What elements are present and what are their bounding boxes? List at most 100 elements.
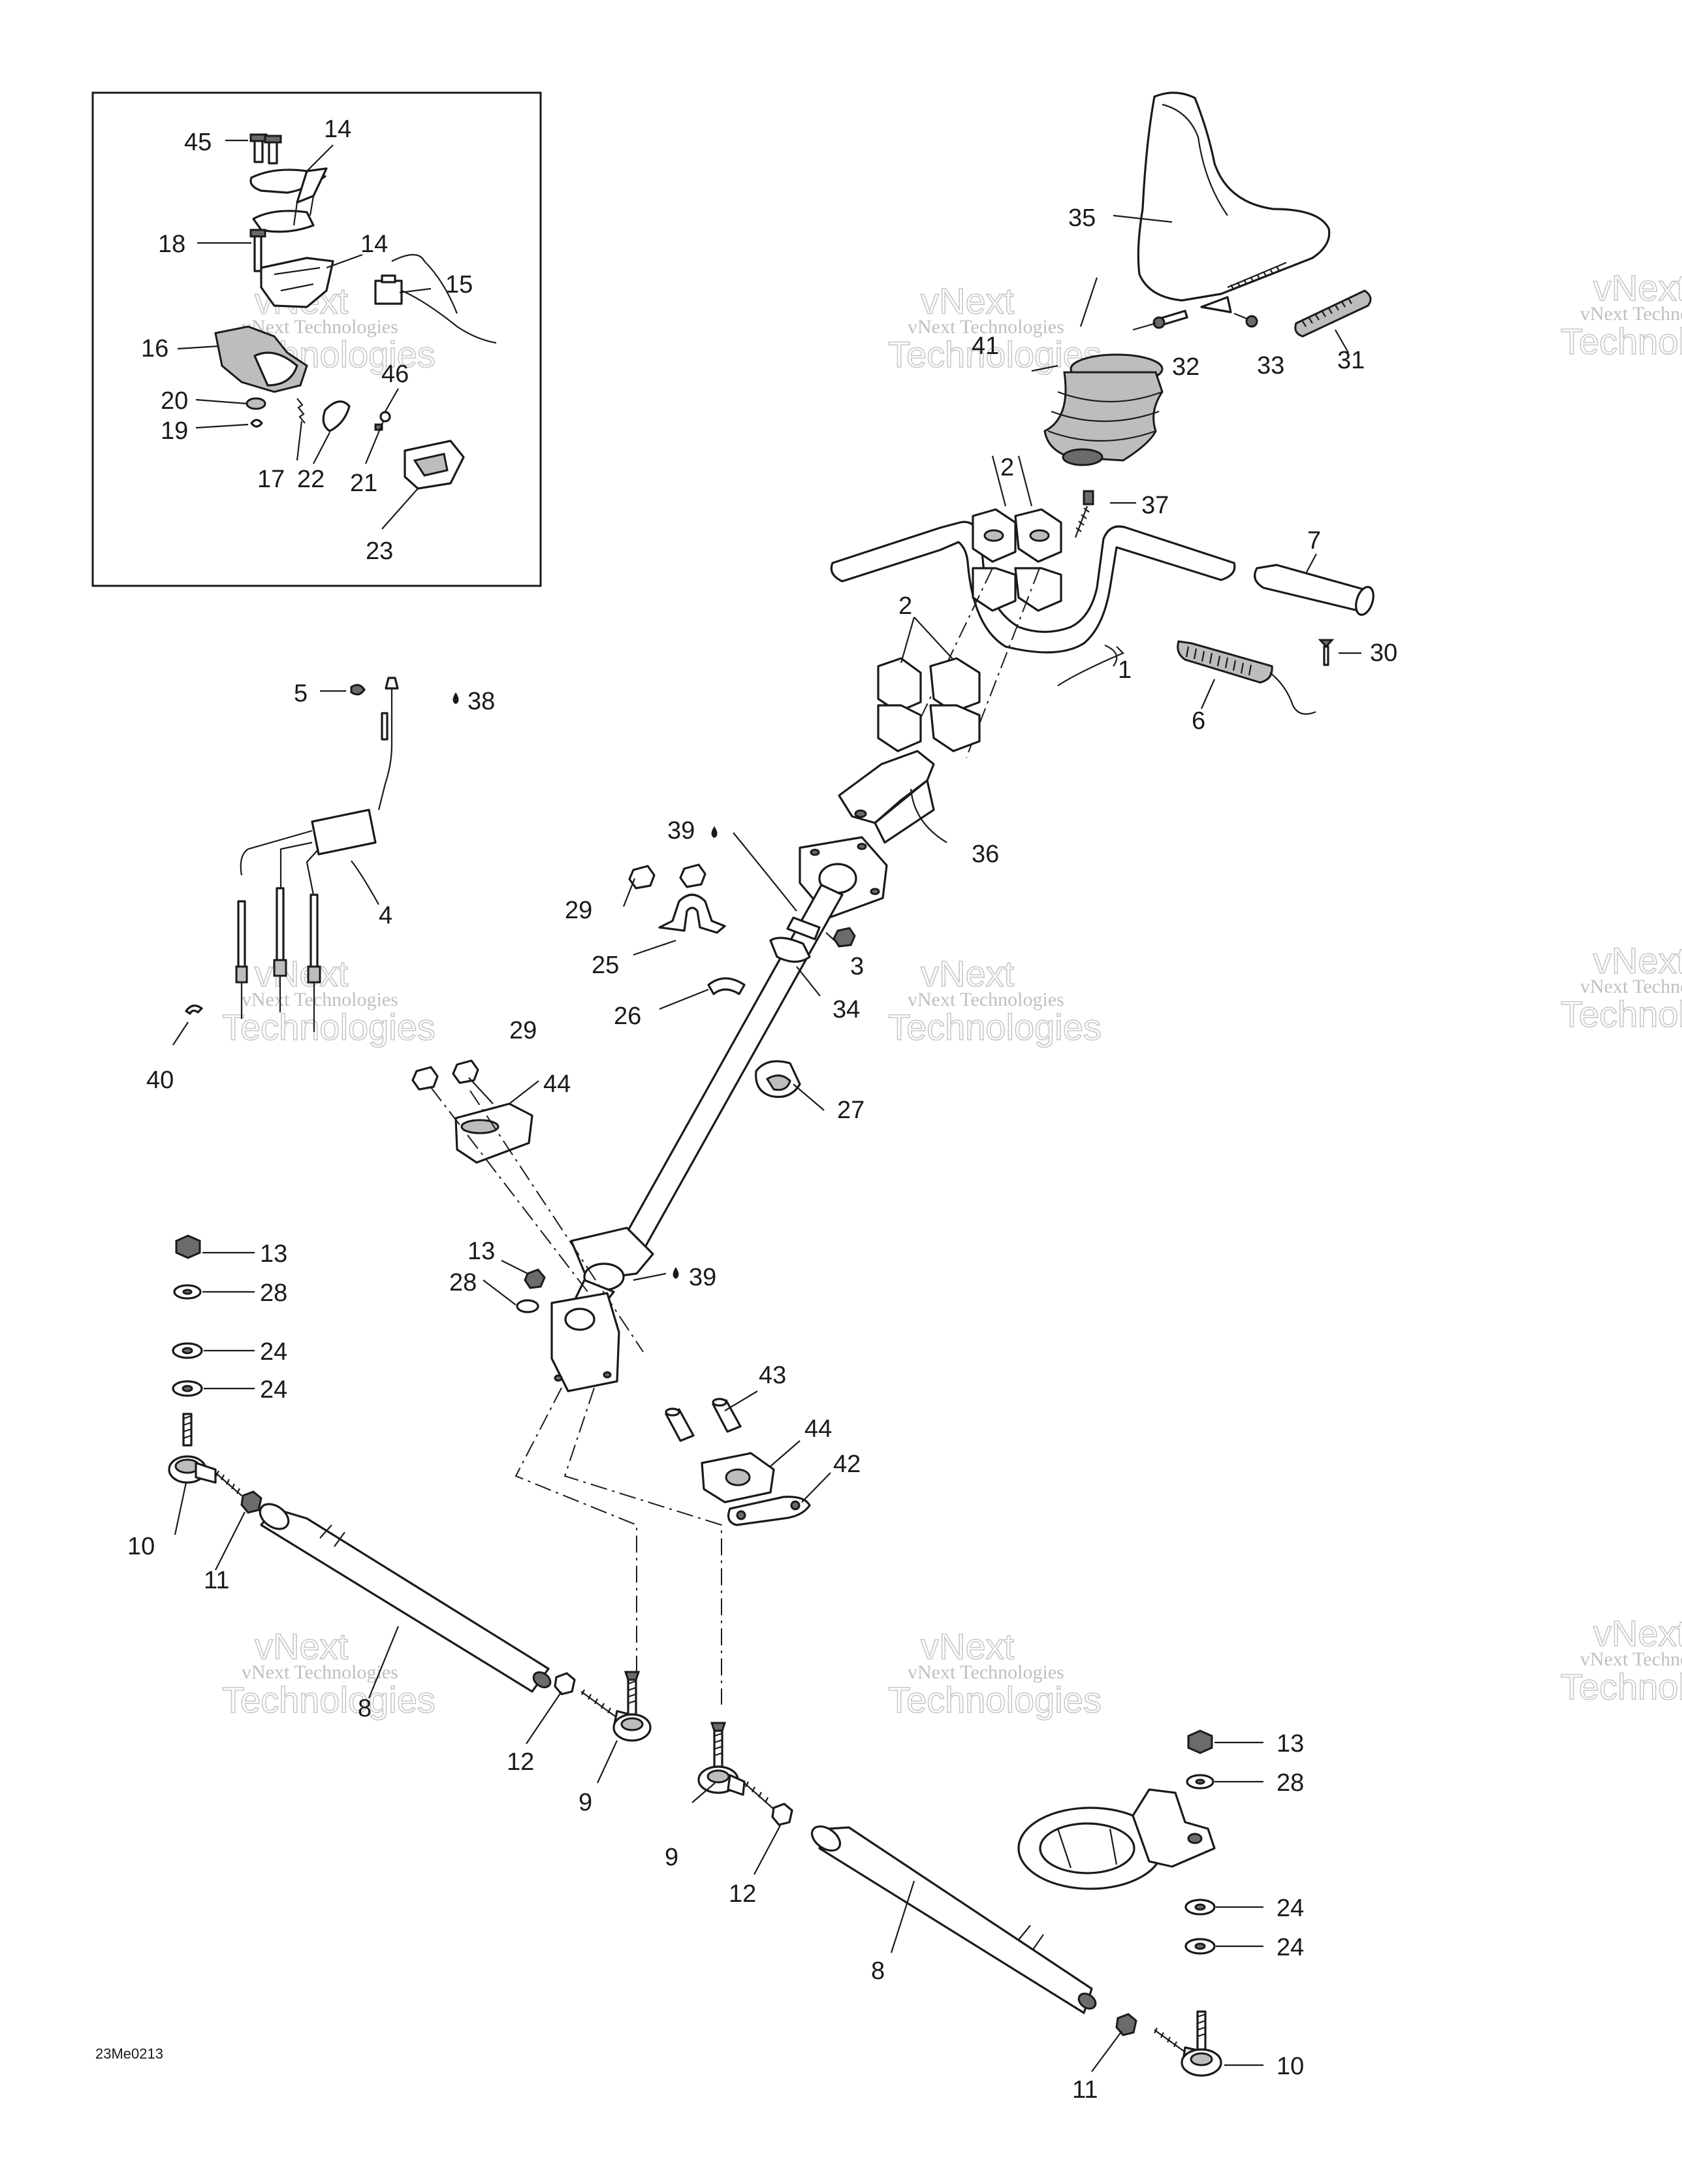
watermark-big: vNext [255, 953, 349, 994]
watermark-big: vNext [921, 953, 1015, 994]
ball-joint-10 [1154, 2010, 1222, 2077]
spindle-bracket [1017, 1788, 1216, 1890]
washer-20 [246, 397, 266, 410]
housing-lower-14 [260, 257, 334, 308]
callout-34: 34 [833, 996, 860, 1023]
nut-29 [628, 865, 656, 890]
callout-29: 29 [509, 1017, 537, 1044]
clamp-25 [658, 893, 726, 934]
callout-35: 35 [1068, 204, 1096, 232]
clip-19 [250, 419, 263, 428]
nut-46 [379, 411, 391, 423]
callout-22: 22 [297, 466, 325, 493]
handlebar-group: 1 2 37 7 30 6 [830, 454, 1397, 735]
nut-12 [771, 1803, 793, 1826]
callout-15: 15 [445, 271, 473, 298]
callout-27: 27 [837, 1097, 865, 1124]
callout-37: 37 [1141, 492, 1169, 519]
handlebar-pad-35 [1137, 91, 1331, 302]
watermark-text: vNext Technologies [242, 1662, 398, 1683]
callout-11: 11 [1072, 2076, 1098, 2104]
callout-1: 1 [1118, 656, 1132, 684]
spring-17 [296, 398, 306, 424]
nut-29 [411, 1066, 439, 1091]
callout-9: 9 [665, 1844, 678, 1871]
callout-45: 45 [184, 129, 212, 156]
callout-43: 43 [759, 1362, 786, 1389]
callout-24: 24 [260, 1376, 287, 1404]
watermark-outline: Technologies [1561, 321, 1682, 362]
callout-18: 18 [158, 231, 185, 258]
junction-box-4 [311, 809, 377, 856]
watermark-big: vNext [921, 1626, 1015, 1667]
throttle-cable-group: 5 38 4 40 [146, 677, 495, 1094]
right-spindle-group: 13 28 24 24 [1017, 1729, 1304, 1961]
callout-25: 25 [592, 952, 619, 979]
callout-26: 26 [614, 1003, 641, 1030]
callout-21: 21 [350, 470, 377, 497]
watermark-big: vNext [1593, 267, 1682, 308]
screw-18 [249, 229, 266, 272]
support-block-44 [454, 1102, 533, 1164]
callout-28: 28 [449, 1269, 477, 1296]
callout-17: 17 [257, 466, 285, 493]
callout-31: 31 [1337, 347, 1365, 374]
inset-frame [91, 91, 542, 587]
ball-joint-10 [168, 1413, 242, 1496]
callout-9: 9 [579, 1789, 592, 1816]
callout-7: 7 [1307, 527, 1321, 554]
grip-7 [1254, 564, 1374, 616]
callout-16: 16 [141, 335, 168, 362]
watermark-outline: Technologies [888, 1006, 1102, 1048]
nut-13 [1187, 1729, 1213, 1754]
watermark-outline: Technologies [888, 1679, 1102, 1720]
callout-12: 12 [729, 1880, 756, 1908]
watermark-outline: Technologies [222, 1679, 436, 1720]
callout-2: 2 [898, 592, 912, 620]
callout-24: 24 [260, 1338, 287, 1366]
callout-40: 40 [146, 1067, 174, 1094]
nut-11 [240, 1490, 262, 1514]
callout-38: 38 [468, 688, 495, 715]
clip-40 [185, 1004, 203, 1015]
pitman-arm-42 [727, 1496, 811, 1526]
callout-39: 39 [689, 1264, 716, 1291]
nut-3 [833, 927, 856, 948]
nut-33 [1245, 315, 1258, 328]
callout-28: 28 [260, 1279, 287, 1307]
watermark-text: vNext Technologies [242, 989, 398, 1010]
ball-joint-9 [697, 1722, 774, 1810]
ball-joint-9 [580, 1671, 652, 1742]
callout-30: 30 [1370, 639, 1397, 667]
clamp-lower-2 [877, 657, 922, 713]
watermark-text: vNext Technologies [908, 316, 1064, 338]
watermark-outline: Technologies [1561, 1666, 1682, 1707]
callout-10: 10 [127, 1533, 155, 1560]
callout-42: 42 [833, 1451, 861, 1478]
callout-44: 44 [804, 1415, 832, 1443]
callout-41: 41 [972, 332, 999, 360]
handlebar-1 [830, 521, 1236, 654]
callout-36: 36 [972, 841, 999, 868]
callout-5: 5 [294, 680, 308, 707]
throttle-housing-group: 45 14 18 14 15 16 46 20 19 17 22 21 23 [141, 116, 497, 565]
callout-8: 8 [358, 1695, 372, 1722]
nut-13 [524, 1268, 546, 1289]
watermark-layer: vNext vNext Technologies Technologies vN… [221, 266, 1682, 1721]
handlebar-pad-group: 35 32 33 31 41 [972, 91, 1372, 466]
watermark-text: vNext Technologies [908, 1662, 1064, 1683]
callout-10: 10 [1277, 2053, 1304, 2080]
callout-39: 39 [667, 817, 695, 844]
left-tie-rod-group: 10 11 8 12 9 [127, 1413, 652, 1816]
callout-6: 6 [1192, 707, 1205, 735]
lever-22 [322, 400, 351, 432]
callout-14: 14 [324, 116, 351, 143]
callout-29: 29 [565, 897, 592, 924]
callout-32: 32 [1172, 353, 1199, 381]
bushing-27 [755, 1060, 801, 1099]
callout-2: 2 [1000, 454, 1014, 481]
right-tie-rod-group: 9 12 8 11 10 [665, 1722, 1304, 2104]
watermark-outline: Technologies [1561, 993, 1682, 1035]
callout-19: 19 [161, 417, 188, 445]
steering-column-group: 39 3 34 27 29 25 26 [565, 817, 888, 1314]
